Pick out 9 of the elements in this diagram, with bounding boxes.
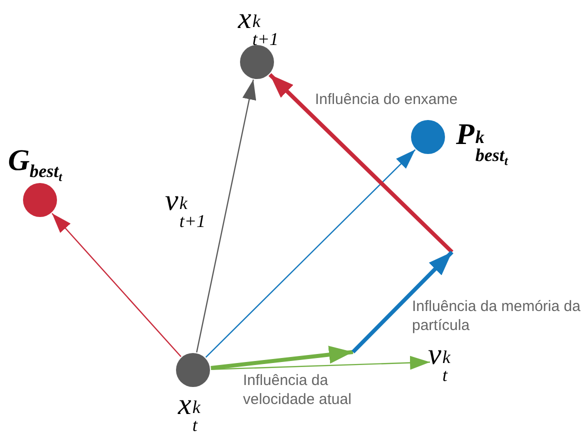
arrow — [210, 346, 354, 370]
annotation-text: Influência da memória da partícula — [412, 298, 582, 336]
arrow — [268, 73, 454, 254]
annotation-text: Influência do enxame — [315, 91, 458, 110]
annotation-text: Influência da velocidade atual — [243, 372, 352, 410]
arrow — [52, 212, 182, 358]
arrow — [205, 149, 416, 358]
arrow — [196, 80, 256, 352]
arrow — [210, 356, 430, 370]
